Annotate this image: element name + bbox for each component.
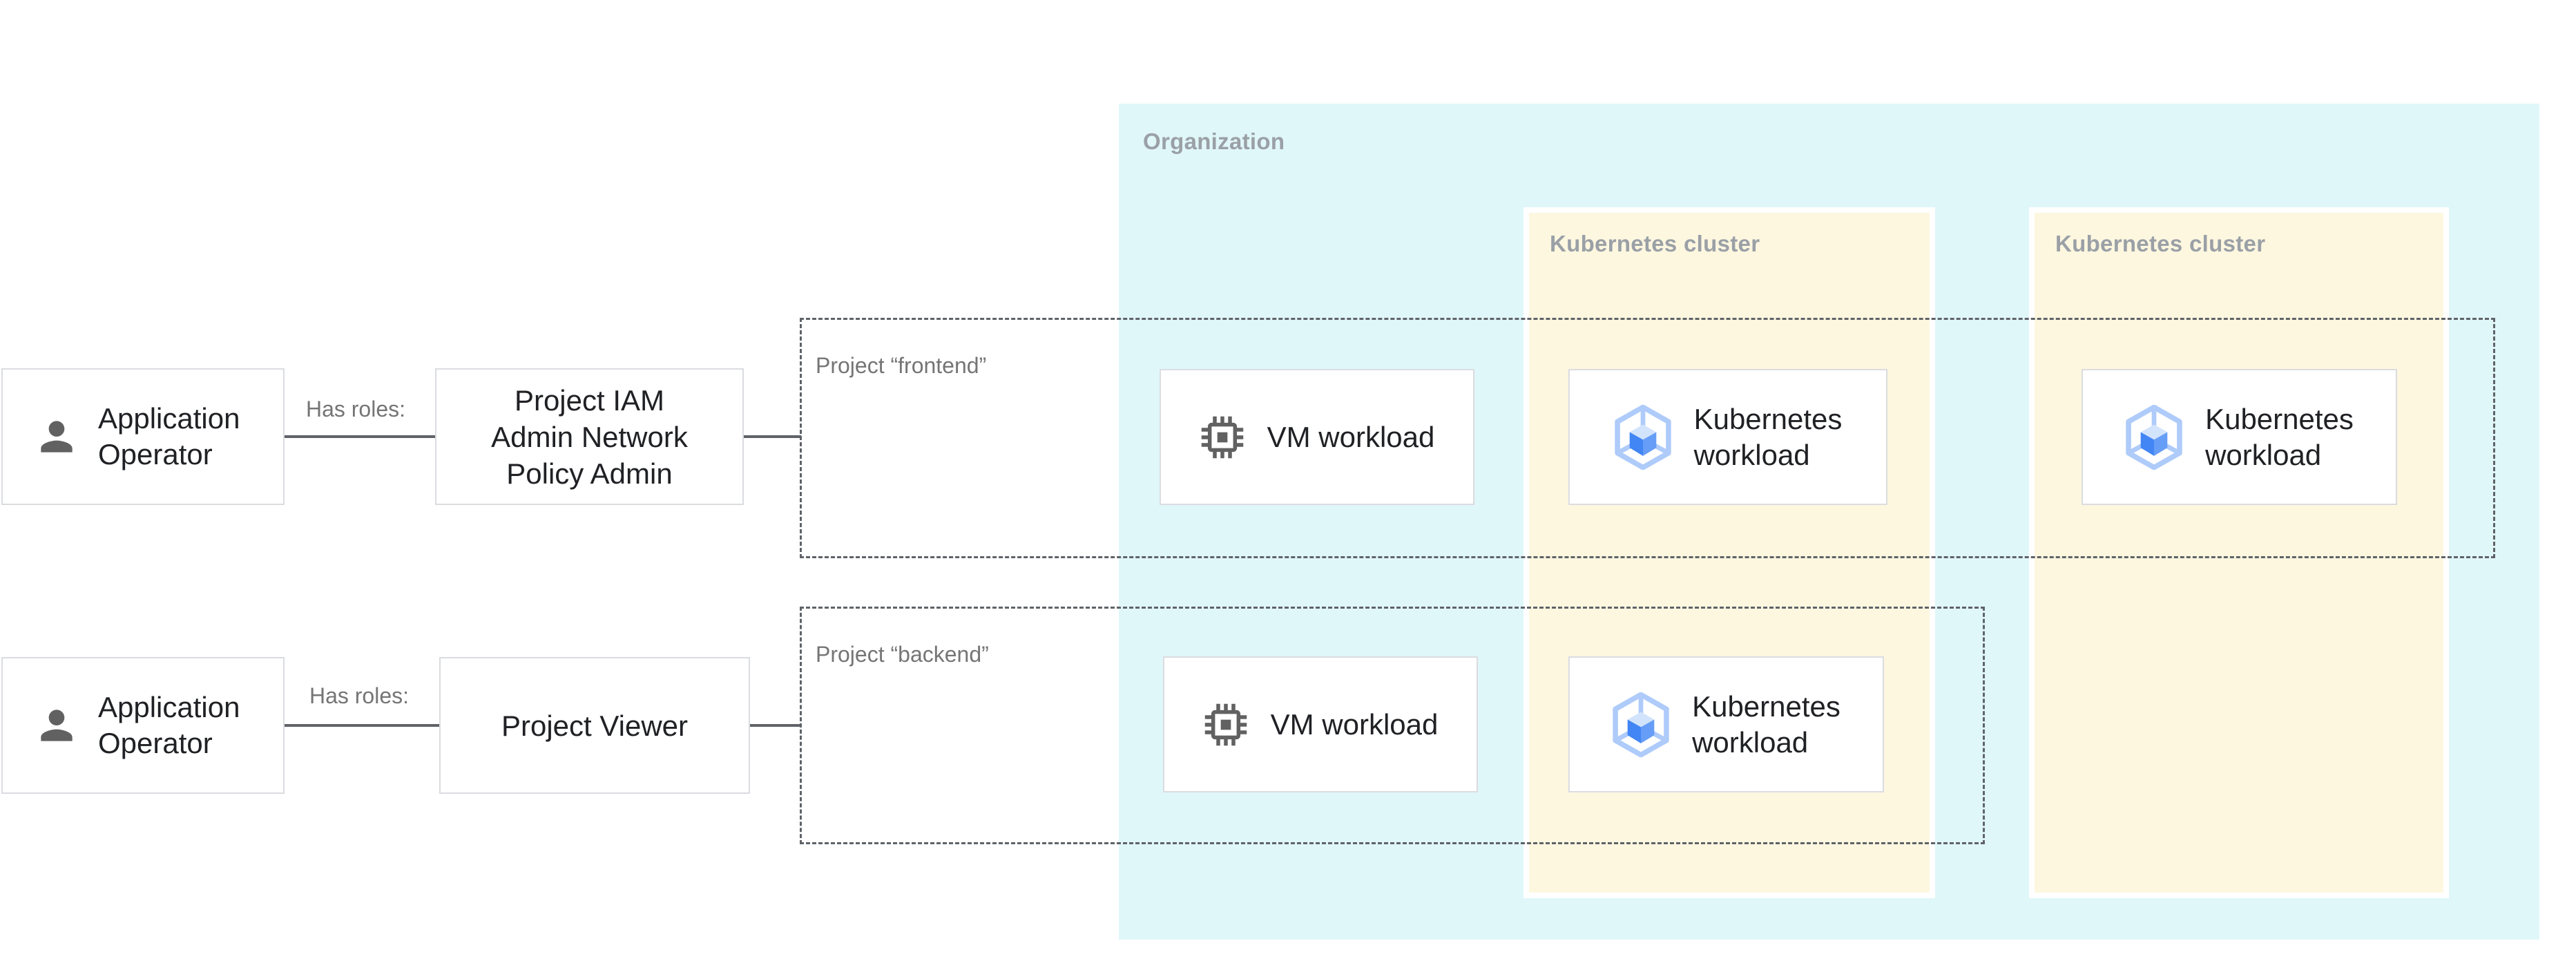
vm-chip-icon: [1204, 703, 1247, 745]
project-backend-label: Project “backend”: [816, 642, 989, 667]
vm-workload-backend-label: VM workload: [1270, 707, 1439, 741]
kubernetes-cluster-2-label: Kubernetes cluster: [2055, 231, 2266, 256]
kubernetes-engine-icon: [2126, 404, 2182, 470]
has-roles-label-1: Has roles:: [305, 397, 406, 421]
vm-chip-icon: [1201, 416, 1243, 458]
kubernetes-cluster-2: Kubernetes cluster: [2029, 207, 2449, 898]
kubernetes-workload-frontend-cluster2-node: Kubernetes workload: [2082, 369, 2397, 505]
application-operator-2-label: Application Operator: [98, 691, 240, 759]
application-operator-1-label: Application Operator: [98, 402, 240, 470]
role-project-viewer-node: Project Viewer: [439, 657, 750, 794]
kubernetes-workload-frontend-cluster1-label: Kubernetes workload: [1693, 402, 1843, 471]
kubernetes-engine-icon: [1613, 692, 1669, 757]
project-frontend-boundary: Project “frontend”: [800, 318, 2495, 558]
organization-label: Organization: [1143, 129, 1285, 154]
connector-role2-project-backend: [750, 724, 801, 727]
kubernetes-workload-frontend-cluster1-node: Kubernetes workload: [1568, 369, 1887, 505]
has-roles-label-2: Has roles:: [309, 683, 410, 708]
role-project-iam-admin-label: Project IAM Admin Network Policy Admin: [491, 383, 688, 490]
role-project-viewer-label: Project Viewer: [501, 709, 688, 742]
application-operator-1-node: Application Operator: [1, 368, 285, 505]
connector-operator2-role2: [285, 724, 439, 727]
person-icon: [41, 421, 73, 453]
role-project-iam-admin-node: Project IAM Admin Network Policy Admin: [435, 368, 744, 505]
vm-workload-frontend-node: VM workload: [1160, 369, 1474, 505]
kubernetes-engine-icon: [1614, 404, 1671, 470]
connector-operator1-role1: [285, 435, 435, 438]
application-operator-2-node: Application Operator: [1, 657, 285, 794]
connector-role1-project-frontend: [744, 435, 801, 438]
kubernetes-cluster-1-label: Kubernetes cluster: [1550, 231, 1760, 256]
kubernetes-workload-frontend-cluster2-label: Kubernetes workload: [2205, 402, 2354, 471]
person-icon: [41, 710, 73, 741]
kubernetes-workload-backend-cluster1-label: Kubernetes workload: [1692, 690, 1840, 759]
project-frontend-label: Project “frontend”: [816, 353, 987, 378]
vm-workload-frontend-label: VM workload: [1267, 420, 1435, 453]
vm-workload-backend-node: VM workload: [1163, 656, 1478, 792]
kubernetes-workload-backend-cluster1-node: Kubernetes workload: [1568, 656, 1884, 792]
